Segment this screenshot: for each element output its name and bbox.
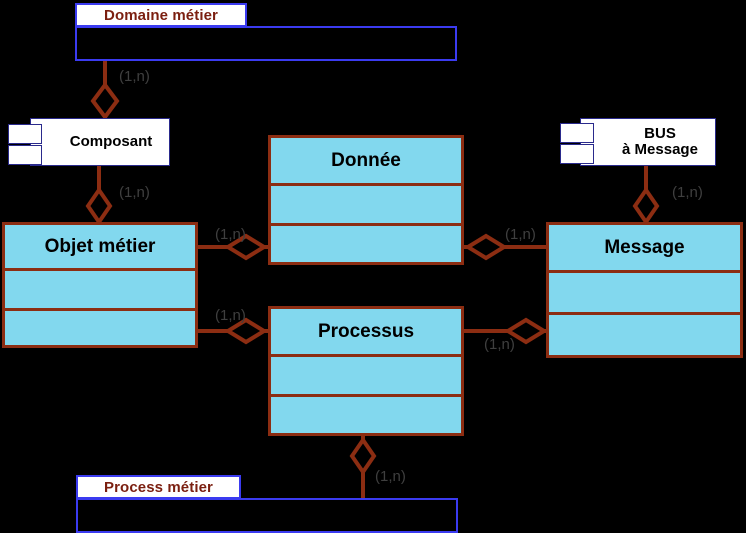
cardinality-objet-donnee: (1,n) — [215, 226, 246, 243]
cardinality-processus-message: (1,n) — [484, 336, 515, 353]
component-tab-bottom-icon — [8, 145, 42, 165]
entity-compartment-operations[interactable] — [271, 226, 461, 262]
package-title-process-metier: Process métier — [104, 478, 213, 496]
cardinality-bus-message: (1,n) — [672, 184, 703, 201]
package-domaine-metier[interactable]: Domaine métier — [75, 3, 457, 63]
cardinality-objet-processus: (1,n) — [215, 307, 246, 324]
entity-compartment-attributes[interactable] — [271, 357, 461, 397]
component-body-bus-a-message[interactable]: BUS à Message — [580, 118, 716, 166]
cardinality-composant-objet: (1,n) — [119, 184, 150, 201]
connector-composant-objet — [85, 166, 113, 226]
entity-title-processus: Processus — [271, 309, 461, 357]
component-bus-a-message[interactable]: BUS à Message — [560, 118, 716, 166]
package-process-metier[interactable]: Process métier — [76, 475, 458, 533]
entity-title-objet-metier: Objet métier — [5, 225, 195, 271]
entity-title-text: Processus — [317, 320, 415, 342]
connector-bus-message — [632, 166, 660, 226]
package-tab-domaine-metier[interactable]: Domaine métier — [75, 3, 247, 27]
entity-title-text: Message — [604, 236, 685, 258]
entity-message[interactable]: Message — [546, 222, 743, 358]
package-title-domaine-metier: Domaine métier — [104, 6, 218, 24]
package-body-domaine-metier[interactable] — [75, 26, 457, 61]
cardinality-domaine-composant: (1,n) — [119, 68, 150, 85]
entity-donnee[interactable]: Donnée — [268, 135, 464, 265]
component-body-composant[interactable]: Composant — [30, 118, 170, 166]
entity-title-message: Message — [549, 225, 740, 273]
entity-title-donnee: Donnée — [271, 138, 461, 186]
entity-processus[interactable]: Processus — [268, 306, 464, 436]
component-label-bus-line1: BUS — [644, 125, 676, 143]
component-tab-top-icon — [560, 123, 594, 143]
package-tab-process-metier[interactable]: Process métier — [76, 475, 241, 499]
component-tab-bottom-icon — [560, 144, 594, 164]
entity-objet-metier[interactable]: Objet métier — [2, 222, 198, 348]
entity-compartment-operations[interactable] — [271, 397, 461, 433]
connector-domaine-composant — [90, 60, 120, 121]
entity-compartment-attributes[interactable] — [549, 273, 740, 315]
entity-compartment-operations[interactable] — [5, 311, 195, 345]
entity-title-text: Objet métier — [44, 235, 156, 257]
component-tab-top-icon — [8, 124, 42, 144]
component-label-bus-line2: à Message — [622, 141, 698, 158]
component-composant[interactable]: Composant — [8, 118, 170, 166]
component-label-composant-line1: Composant — [69, 133, 153, 151]
entity-compartment-attributes[interactable] — [271, 186, 461, 226]
entity-compartment-operations[interactable] — [549, 315, 740, 355]
entity-title-text: Donnée — [331, 149, 401, 171]
package-body-process-metier[interactable] — [76, 498, 458, 533]
cardinality-processus-process-metier: (1,n) — [375, 468, 406, 485]
entity-compartment-attributes[interactable] — [5, 271, 195, 311]
cardinality-donnee-message: (1,n) — [505, 226, 536, 243]
